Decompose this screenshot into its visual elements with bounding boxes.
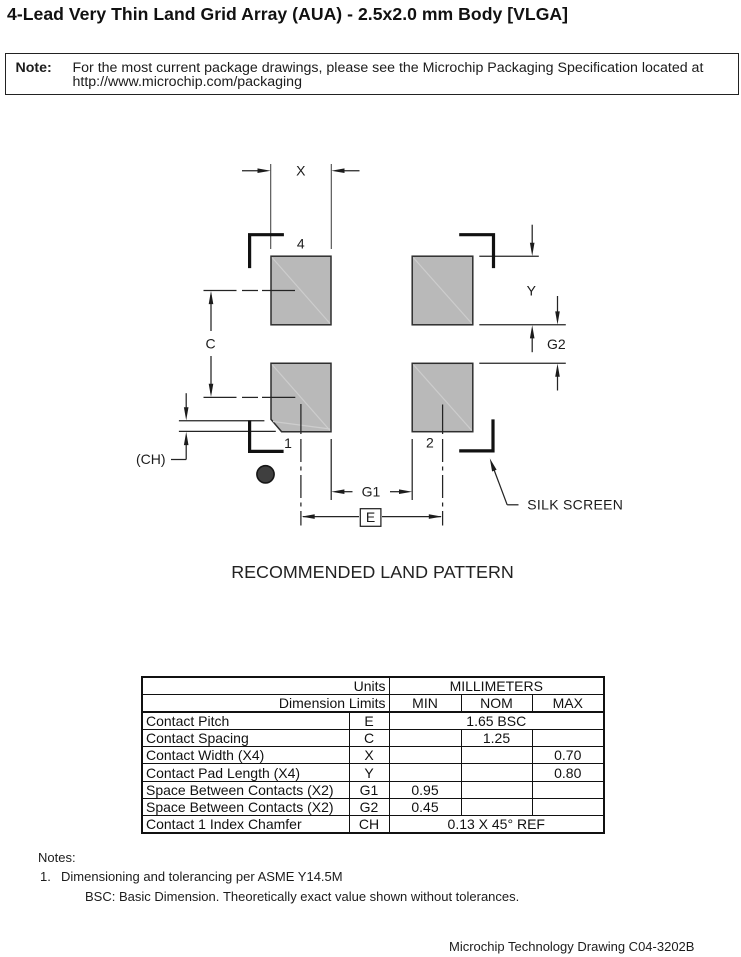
svg-text:G2: G2 <box>547 336 566 352</box>
svg-text:C: C <box>205 335 215 351</box>
svg-text:2: 2 <box>426 434 434 450</box>
svg-text:SILK SCREEN: SILK SCREEN <box>527 497 623 513</box>
svg-text:Y: Y <box>527 282 537 298</box>
svg-text:X: X <box>296 163 306 179</box>
svg-text:4: 4 <box>297 236 305 252</box>
svg-text:E: E <box>366 509 375 525</box>
svg-text:(CH): (CH) <box>136 451 166 467</box>
svg-text:1: 1 <box>284 435 292 451</box>
svg-text:G1: G1 <box>362 484 381 500</box>
